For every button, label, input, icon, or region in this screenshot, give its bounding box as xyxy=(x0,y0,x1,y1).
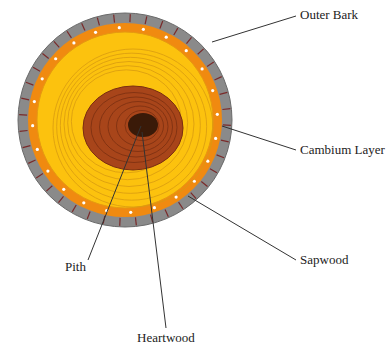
leader-line xyxy=(222,126,296,150)
bark-tick xyxy=(221,140,229,142)
cambium-dot xyxy=(62,188,65,191)
bark-tick xyxy=(179,202,183,209)
cambium-dot xyxy=(33,100,36,103)
heartwood-ring xyxy=(108,102,168,152)
bark-tick xyxy=(214,77,221,80)
bark-tick xyxy=(145,16,147,24)
bark-tick xyxy=(207,62,214,66)
cambium-dot xyxy=(46,170,49,173)
bark-tick xyxy=(23,146,31,148)
cambium-dot xyxy=(41,77,44,80)
leader-line xyxy=(142,132,166,328)
bark-tick xyxy=(67,31,71,38)
bark-tick xyxy=(220,92,228,94)
cambium-dots xyxy=(31,26,219,214)
cambium-dot xyxy=(214,137,217,140)
bark-tick xyxy=(46,186,52,191)
bark-tick xyxy=(58,196,63,202)
bark-tick xyxy=(198,49,204,54)
bark-tick xyxy=(36,174,43,178)
cambium-dot xyxy=(54,57,57,60)
bark-tick xyxy=(174,28,178,35)
bark-tick xyxy=(42,53,48,58)
bark-tick xyxy=(129,14,131,22)
cambium-dot xyxy=(206,160,209,163)
cambium-dot xyxy=(216,113,219,116)
cambium-dot xyxy=(118,26,121,29)
bark-tick xyxy=(72,205,76,212)
bark-tick xyxy=(82,23,85,30)
pith xyxy=(128,113,158,137)
bark-tick xyxy=(20,130,28,132)
bark-tick xyxy=(217,155,224,158)
bark-tick xyxy=(54,41,59,47)
leader-line xyxy=(188,196,296,260)
part-label: Pith xyxy=(65,260,86,275)
bark-tick xyxy=(87,212,90,219)
sapwood-rings xyxy=(53,49,213,207)
cambium-dot xyxy=(185,49,188,52)
part-label: Outer Bark xyxy=(300,8,358,23)
leader-line xyxy=(88,126,141,260)
part-label: Heartwood xyxy=(137,331,195,346)
cambium-dot xyxy=(72,41,75,44)
part-label: Cambium Layer xyxy=(300,143,385,158)
cambium-dot xyxy=(31,124,34,127)
cambium-dot xyxy=(211,89,214,92)
heartwood-ring xyxy=(91,93,177,163)
cambium-ring xyxy=(28,23,222,217)
cambium-dot xyxy=(153,206,156,209)
bark-tick xyxy=(28,160,35,163)
growth-ring xyxy=(64,62,194,187)
heartwood xyxy=(83,86,183,170)
bark-tick xyxy=(210,169,217,173)
bark-tick xyxy=(97,18,99,26)
bark-texture xyxy=(19,14,231,226)
bark-tick xyxy=(119,218,121,226)
part-label: Sapwood xyxy=(300,253,348,268)
cambium-dot xyxy=(175,195,178,198)
bark-tick xyxy=(135,217,137,225)
bark-tick xyxy=(19,114,27,116)
bark-tick xyxy=(21,98,29,100)
bark-tick xyxy=(223,124,231,126)
cambium-dot xyxy=(94,31,97,34)
heartwood-rings xyxy=(91,93,177,163)
bark-tick xyxy=(113,15,115,23)
bark-tick xyxy=(26,82,33,85)
heartwood-ring xyxy=(100,97,173,157)
bark-tick xyxy=(160,21,163,28)
sapwood xyxy=(37,32,213,208)
cambium-dot xyxy=(142,28,145,31)
outer-bark xyxy=(18,13,232,227)
bark-tick xyxy=(201,181,207,186)
growth-ring xyxy=(57,53,207,200)
cambium-dot xyxy=(200,67,203,70)
bark-tick xyxy=(165,209,168,216)
cambium-dot xyxy=(165,36,168,39)
leader-line xyxy=(212,16,296,42)
cambium-dot xyxy=(36,148,39,151)
bark-tick xyxy=(186,37,191,43)
cambium-dot xyxy=(129,211,132,214)
cambium-dot xyxy=(82,201,85,204)
bark-tick xyxy=(33,67,40,71)
growth-ring xyxy=(60,57,200,193)
leader-lines xyxy=(88,16,296,328)
growth-ring xyxy=(68,66,188,180)
heartwood-ring xyxy=(117,106,164,146)
growth-ring xyxy=(53,49,213,207)
bark-tick xyxy=(222,108,230,110)
